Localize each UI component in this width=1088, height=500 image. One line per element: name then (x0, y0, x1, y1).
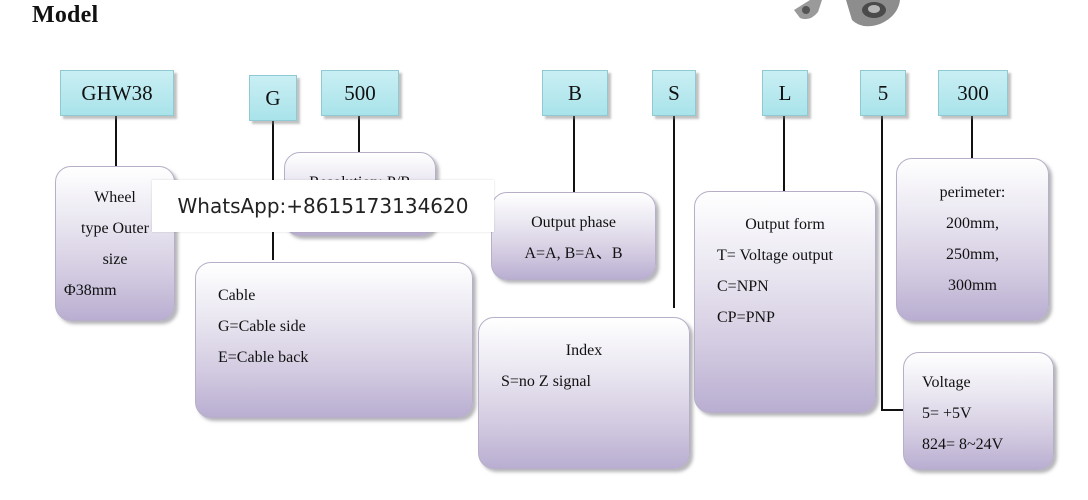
code-box-voltage: 5 (860, 70, 906, 116)
voltage-line-3: 824= 8~24V (922, 436, 1004, 453)
phase-line-2: A=A, B=A、B (524, 245, 623, 262)
wheel-line-4: Φ38mm (64, 282, 117, 299)
index-description-box: Index S=no Z signal (478, 317, 690, 469)
encoder-product-image (794, 0, 900, 27)
perimeter-description-box: perimeter: 200mm, 250mm, 300mm (896, 158, 1049, 321)
code-box-resolution: 500 (321, 70, 399, 116)
code-box-index: S (652, 70, 696, 116)
perimeter-line-4: 300mm (948, 277, 997, 294)
output-line-1: Output form (745, 216, 825, 233)
phase-line-1: Output phase (531, 214, 616, 231)
output-line-3: C=NPN (717, 278, 769, 295)
perimeter-line-2: 200mm, (946, 215, 999, 232)
voltage-line-1: Voltage (922, 374, 971, 391)
connector-perimeter (971, 113, 973, 160)
output-line-4: CP=PNP (717, 309, 775, 326)
connector-index (673, 113, 675, 308)
perimeter-line-1: perimeter: (939, 184, 1006, 201)
connector-voltage-horizontal (881, 409, 903, 411)
wheel-line-1: Wheel (94, 189, 136, 206)
wheel-line-2: type Outer (81, 220, 149, 237)
index-line-1: Index (565, 342, 603, 359)
cable-line-3: E=Cable back (218, 349, 309, 366)
voltage-line-2: 5= +5V (922, 405, 972, 422)
wheel-line-3: size (102, 251, 128, 268)
connector-series (115, 113, 117, 168)
code-box-series: GHW38 (60, 70, 174, 116)
page-title: Model (32, 2, 99, 28)
whatsapp-watermark: WhatsApp:+8615173134620 (152, 180, 494, 232)
connector-output (783, 113, 785, 191)
connector-voltage-vertical (881, 113, 883, 411)
code-box-cable: G (249, 75, 297, 121)
code-box-perimeter: 300 (938, 70, 1008, 116)
connector-resolution (358, 113, 360, 153)
output-line-2: T= Voltage output (717, 247, 833, 264)
connector-phase (573, 113, 575, 193)
output-description-box: Output form T= Voltage output C=NPN CP=P… (694, 191, 876, 413)
phase-description-box: Output phase A=A, B=A、B (491, 192, 656, 280)
code-box-phase: B (542, 70, 608, 116)
cable-description-box: Cable G=Cable side E=Cable back (195, 262, 473, 418)
cable-line-1: Cable (218, 287, 256, 304)
cable-line-2: G=Cable side (218, 318, 306, 335)
code-box-output: L (762, 70, 808, 116)
voltage-description-box: Voltage 5= +5V 824= 8~24V (903, 352, 1054, 470)
index-line-2: S=no Z signal (501, 373, 591, 390)
perimeter-line-3: 250mm, (946, 246, 999, 263)
